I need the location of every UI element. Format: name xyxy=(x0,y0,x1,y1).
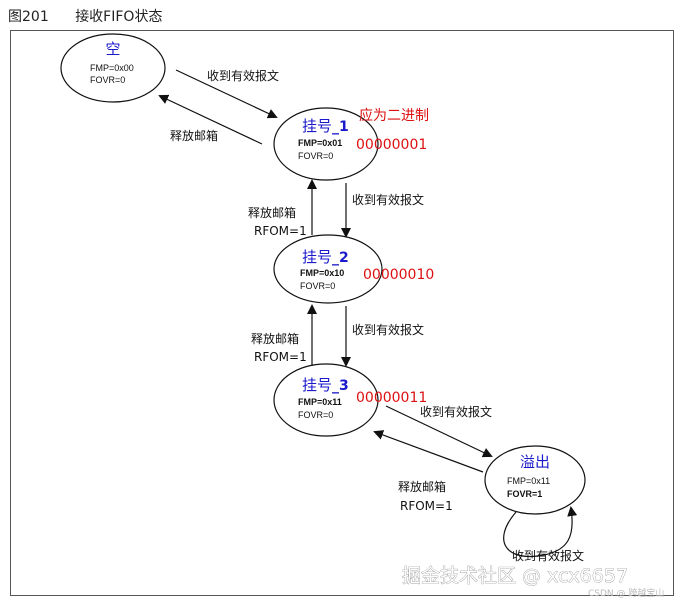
state-overflow-title: 溢出 xyxy=(520,453,550,471)
state-pending-3: 挂号_3 FMP=0x11 FOVR=0 xyxy=(273,363,379,437)
label-receive-empty-to-1: 收到有效报文 xyxy=(207,68,279,83)
state-empty-title: 空 xyxy=(105,40,120,58)
arrow-pending3-to-overflow xyxy=(385,405,493,458)
annotation-binary-note: 应为二进制 xyxy=(359,107,429,124)
state-overflow-fmp: FMP=0x11 xyxy=(507,476,550,486)
label-release-overflow-to-3: 释放邮箱 xyxy=(398,479,446,494)
label-rfom-overflow-to-3: RFOM=1 xyxy=(400,499,453,513)
state-pending-1-fovr: FOVR=0 xyxy=(298,151,333,161)
arrow-empty-to-pending1 xyxy=(175,69,278,119)
state-empty-fovr: FOVR=0 xyxy=(90,75,125,85)
annotation-binary-1: 00000001 xyxy=(356,137,427,153)
label-receive-1-to-2: 收到有效报文 xyxy=(352,192,424,207)
figure-number: 图201 xyxy=(8,9,49,25)
state-pending-1: 挂号_1 FMP=0x01 FOVR=0 xyxy=(273,107,379,181)
label-rfom-2-to-1: RFOM=1 xyxy=(254,224,307,238)
diagram-frame xyxy=(10,30,674,596)
label-receive-3-to-overflow: 收到有效报文 xyxy=(420,404,492,419)
label-release-2-to-1: 释放邮箱 xyxy=(248,205,296,220)
arrow-overflow-self-loop xyxy=(503,506,578,558)
arrow-overflow-to-pending3 xyxy=(373,430,484,473)
state-pending-3-fovr: FOVR=0 xyxy=(298,410,333,420)
state-pending-1-title: 挂号_1 xyxy=(302,117,349,135)
annotation-binary-2: 00000010 xyxy=(363,267,434,283)
annotation-binary-3: 00000011 xyxy=(356,390,427,406)
arrow-pending1-to-empty xyxy=(158,94,263,145)
state-pending-2: 挂号_2 FMP=0x10 FOVR=0 xyxy=(273,234,383,304)
state-pending-3-fmp: FMP=0x11 xyxy=(298,397,342,407)
state-pending-2-fovr: FOVR=0 xyxy=(300,281,335,291)
state-pending-3-title: 挂号_3 xyxy=(302,376,349,394)
figure-caption: 图201 接收FIFO状态 xyxy=(8,6,162,26)
state-empty: 空 FMP=0x00 FOVR=0 xyxy=(60,33,166,103)
figure-title: 接收FIFO状态 xyxy=(75,9,163,25)
watermark-small: CSDN @ 跨越宝山 xyxy=(588,587,664,599)
label-receive-2-to-3: 收到有效报文 xyxy=(352,322,424,337)
label-release-3-to-2: 释放邮箱 xyxy=(251,331,299,346)
state-pending-1-fmp: FMP=0x01 xyxy=(298,138,342,148)
watermark-main: 掘金技术社区 @ xcx6657 xyxy=(402,565,628,587)
state-overflow: 溢出 FMP=0x11 FOVR=1 xyxy=(484,445,586,515)
label-receive-overflow-loop: 收到有效报文 xyxy=(512,548,584,563)
state-overflow-fovr: FOVR=1 xyxy=(507,489,542,499)
label-release-1-to-empty: 释放邮箱 xyxy=(170,128,218,143)
state-pending-2-fmp: FMP=0x10 xyxy=(300,268,344,278)
state-empty-fmp: FMP=0x00 xyxy=(90,63,134,73)
label-rfom-3-to-2: RFOM=1 xyxy=(254,350,307,364)
state-pending-2-title: 挂号_2 xyxy=(302,248,349,266)
